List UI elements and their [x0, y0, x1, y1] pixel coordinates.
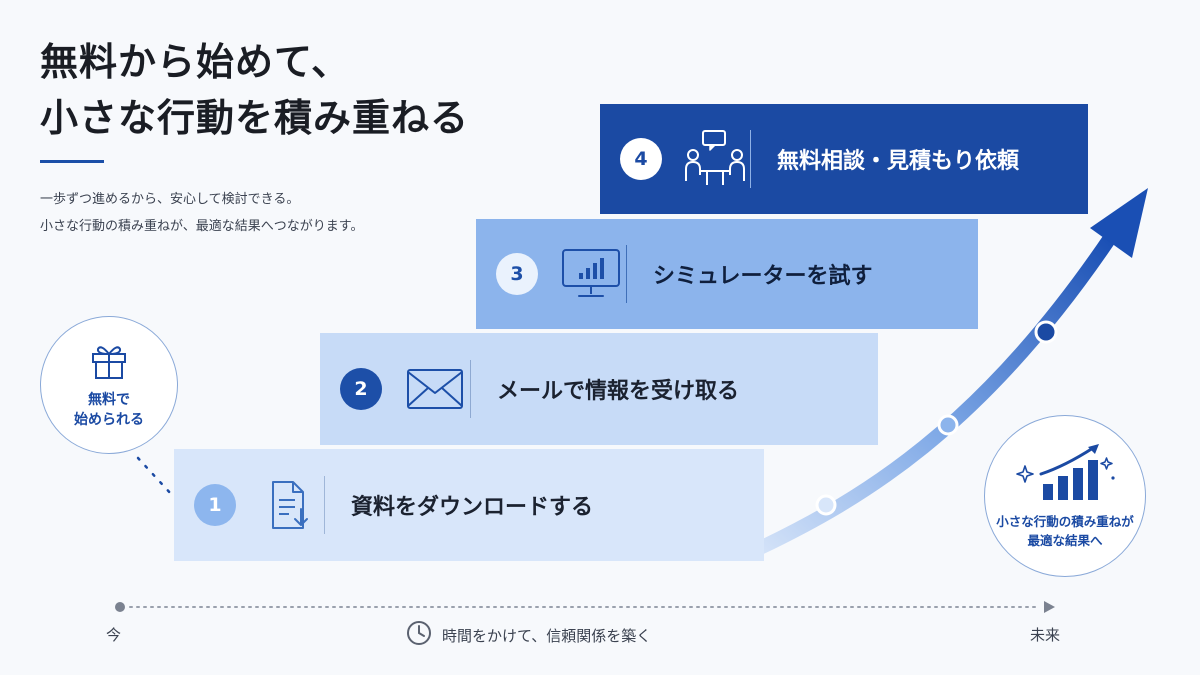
step-2-number: 2: [340, 368, 382, 410]
badge-free-text: 無料で 始められる: [74, 390, 144, 430]
step-4-consultation[interactable]: 4 無料相談・見積もり依頼: [600, 104, 1088, 214]
step-3-divider: [626, 245, 627, 303]
step-3-simulator[interactable]: 3 シミュレーターを試す: [476, 219, 978, 329]
timeline-start-label: 今: [106, 626, 122, 644]
step-2-email[interactable]: 2 メールで情報を受け取る: [320, 333, 878, 445]
growth-arrow-head: [1090, 188, 1148, 258]
step-2-divider: [470, 360, 471, 418]
step-4-divider: [750, 130, 751, 188]
badge-free-line-1: 無料で: [88, 392, 130, 408]
description-line-1: 一歩ずつ進めるから、安心して検討できる。: [40, 192, 300, 207]
step-4-number: 4: [620, 138, 662, 180]
badge-result-line-2: 最適な結果へ: [1027, 533, 1103, 548]
arrow-node-2: [937, 414, 959, 436]
step-1-download[interactable]: 1 資料をダウンロードする: [174, 449, 764, 561]
badge-free-line-2: 始められる: [74, 412, 144, 428]
document-download-icon: [254, 479, 324, 531]
description-line-2: 小さな行動の積み重ねが、最適な結果へつながります。: [40, 219, 364, 234]
monitor-chart-icon: [556, 248, 626, 300]
timeline-end-arrow: [1044, 601, 1055, 613]
step-1-divider: [324, 476, 325, 534]
title-underline: [40, 160, 104, 163]
timeline-start-dot: [115, 602, 125, 612]
clock-icon: [406, 620, 432, 650]
timeline-center-label: 時間をかけて、信頼関係を築く: [442, 626, 652, 645]
badge-result: 小さな行動の積み重ねが 最適な結果へ: [984, 415, 1146, 577]
timeline-center: 時間をかけて、信頼関係を築く: [406, 620, 651, 650]
badge-result-text: 小さな行動の積み重ねが 最適な結果へ: [996, 512, 1134, 550]
step-3-number: 3: [496, 253, 538, 295]
badge-result-line-1: 小さな行動の積み重ねが: [996, 514, 1134, 529]
title-line-2: 小さな行動を積み重ねる: [40, 96, 470, 140]
growth-chart-icon: [1013, 442, 1117, 508]
step-3-label: シミュレーターを試す: [653, 264, 873, 289]
step-2-label: メールで情報を受け取る: [497, 379, 740, 404]
gift-icon: [89, 340, 129, 384]
title-line-1: 無料から始めて、: [40, 40, 351, 84]
step-1-label: 資料をダウンロードする: [351, 495, 594, 520]
arrow-node-1: [815, 494, 837, 516]
timeline-end-label: 未来: [1030, 626, 1061, 644]
description: 一歩ずつ進めるから、安心して検討できる。 小さな行動の積み重ねが、最適な結果へつ…: [40, 186, 363, 240]
page-title: 無料から始めて、 小さな行動を積み重ねる: [40, 34, 469, 146]
badge-connector-dots: [136, 456, 174, 497]
step-4-label: 無料相談・見積もり依頼: [777, 149, 1020, 174]
step-1-number: 1: [194, 484, 236, 526]
consultation-icon: [680, 129, 750, 189]
envelope-icon: [400, 368, 470, 410]
badge-free-start: 無料で 始められる: [40, 316, 178, 454]
arrow-node-3: [1034, 320, 1058, 344]
